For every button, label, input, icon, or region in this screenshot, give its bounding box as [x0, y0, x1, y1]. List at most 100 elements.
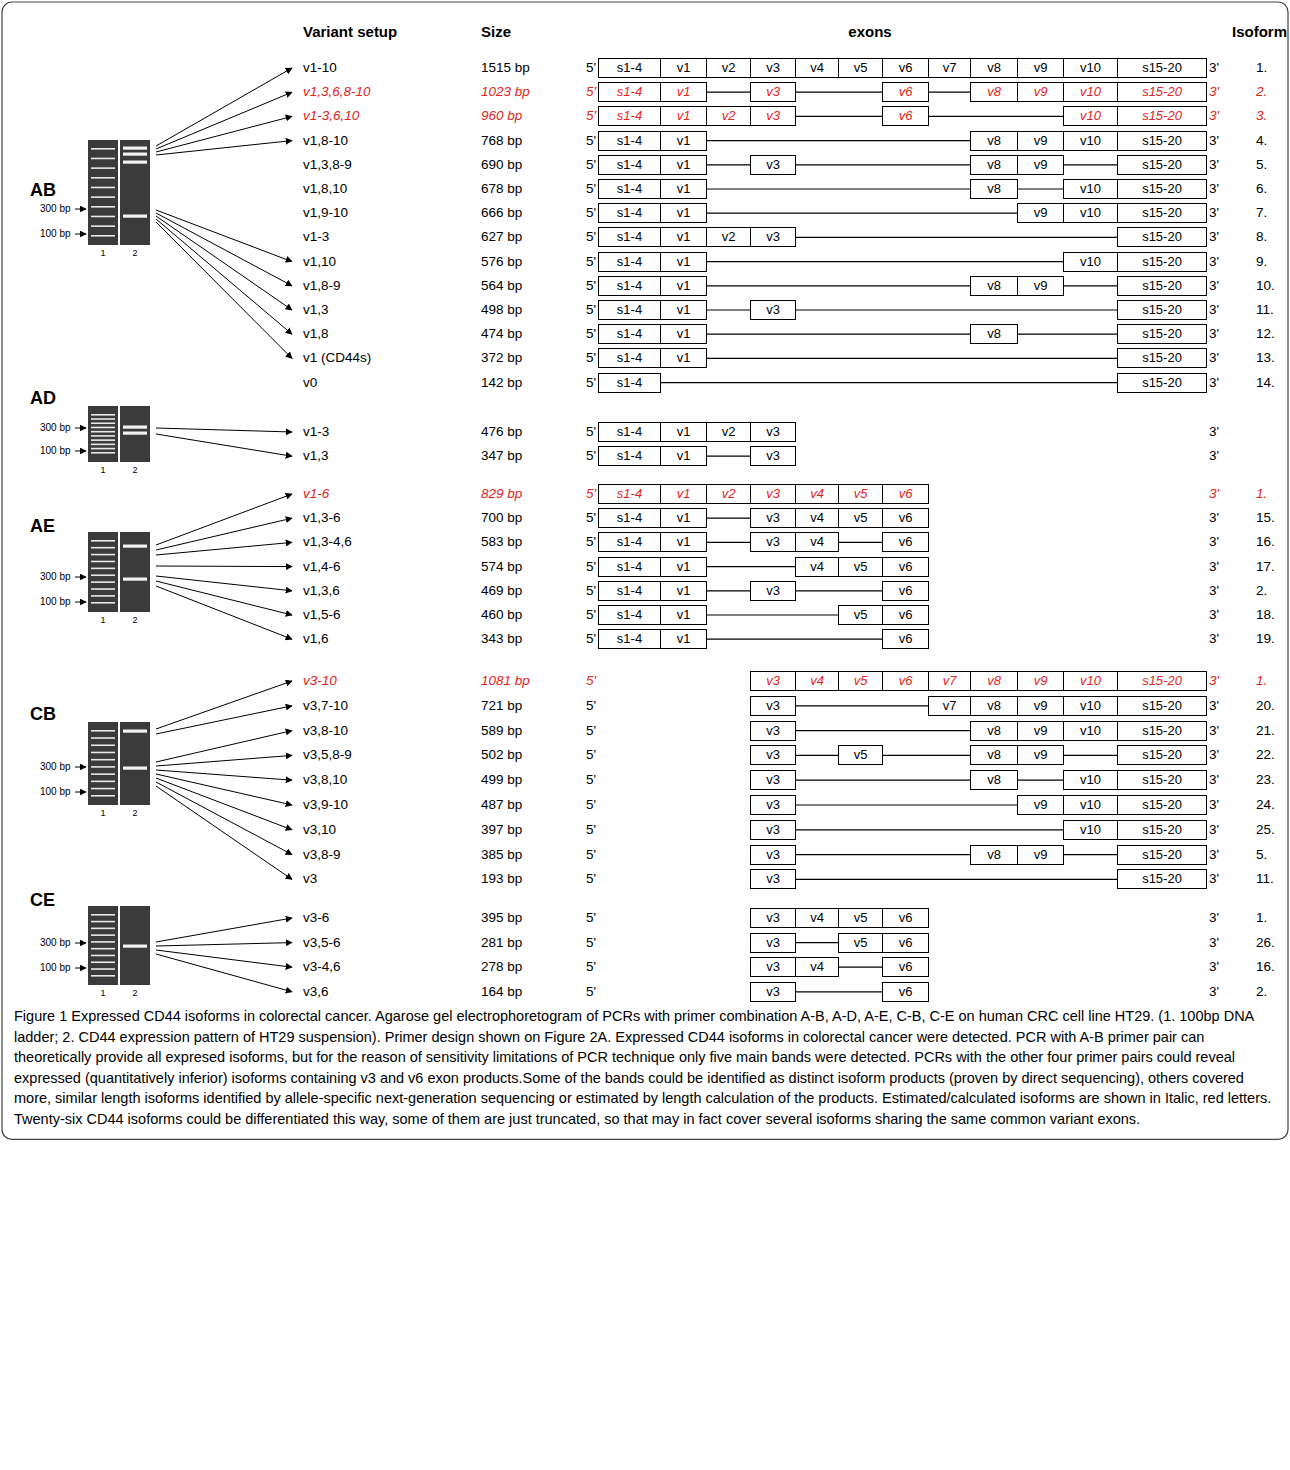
intron-line [707, 213, 1017, 214]
variant-setup: v3,6 [303, 983, 329, 1001]
exon-box: v3 [750, 745, 796, 765]
strand-end: 3' [1209, 485, 1219, 503]
leader-arrow [156, 216, 292, 310]
exon-name: v3 [766, 847, 780, 863]
ladder-pointer [75, 767, 86, 768]
exon-name: s1-4 [617, 133, 642, 149]
leader-arrow [156, 706, 292, 734]
intron-line [796, 116, 882, 117]
leader-arrow [156, 918, 292, 942]
product-size: 564 bp [481, 277, 522, 295]
exon-box: v9 [1017, 58, 1064, 78]
variant-setup: v1,3,8-9 [303, 156, 352, 174]
intron-line [796, 829, 1063, 830]
leader-arrow [156, 434, 292, 456]
exon-box: v6 [882, 605, 929, 625]
sample-band [123, 215, 147, 218]
leader-arrow [156, 494, 292, 545]
exon-name: s1-4 [617, 157, 642, 173]
exon-box: v6 [882, 58, 929, 78]
ladder-band [91, 928, 115, 930]
exon-name: s15-20 [1142, 822, 1182, 838]
ladder-size-label: 100 bp [40, 959, 71, 977]
sample-band [123, 767, 147, 770]
exon-name: v5 [854, 60, 868, 76]
exon-name: v10 [1080, 723, 1101, 739]
exon-box: v3 [750, 957, 796, 977]
strand-end: 5' [586, 846, 596, 864]
exon-box: v10 [1063, 721, 1118, 741]
leader-arrow [156, 518, 292, 550]
exon-name: v8 [987, 847, 1001, 863]
strand-end: 3' [1209, 697, 1219, 715]
strand-end: 3' [1209, 582, 1219, 600]
strand-end: 3' [1209, 180, 1219, 198]
exon-box: v6 [882, 106, 929, 126]
exon-box: v9 [1017, 203, 1064, 223]
exon-box: v4 [795, 532, 839, 552]
product-size: 498 bp [481, 301, 522, 319]
lane-number: 2 [132, 611, 137, 629]
exon-box: v2 [706, 58, 751, 78]
exon-box: v3 [750, 696, 796, 716]
exon-name: v1 [677, 133, 691, 149]
sample-band [123, 578, 147, 581]
exon-name: v9 [1034, 84, 1048, 100]
exon-name: s15-20 [1142, 326, 1182, 342]
exon-name: s1-4 [617, 205, 642, 221]
exon-box: v3 [750, 300, 796, 320]
product-size: 576 bp [481, 253, 522, 271]
exon-box: v6 [882, 82, 929, 102]
strand-end: 3' [1209, 83, 1219, 101]
intron-line [707, 92, 750, 93]
exon-name: v3 [766, 822, 780, 838]
exon-name: v5 [854, 673, 868, 689]
exon-box: v3 [750, 446, 796, 466]
isoform-number: 7. [1256, 204, 1267, 222]
exon-box: v3 [750, 721, 796, 741]
product-size: 193 bp [481, 870, 522, 888]
exon-box: s1-4 [598, 227, 661, 247]
exon-name: v1 [677, 448, 691, 464]
exon-box: v7 [928, 671, 971, 691]
intron-line [929, 92, 970, 93]
strand-end: 5' [586, 606, 596, 624]
ladder-band [91, 196, 115, 198]
exon-name: v2 [722, 424, 736, 440]
exon-name: v1 [677, 84, 691, 100]
sample-band [123, 147, 147, 150]
column-header: exons [848, 23, 891, 41]
exon-name: s1-4 [617, 486, 642, 502]
exon-name: v6 [899, 935, 913, 951]
exon-name: s15-20 [1142, 133, 1182, 149]
leader-arrow [156, 542, 292, 555]
exon-box: v2 [706, 422, 751, 442]
exon-name: v5 [854, 607, 868, 623]
ladder-pointer [75, 451, 86, 452]
exon-name: v10 [1080, 181, 1101, 197]
primer-pair-label: CE [30, 891, 55, 909]
exon-box: v8 [970, 276, 1018, 296]
exon-box: v8 [970, 131, 1018, 151]
leader-arrow [156, 222, 292, 358]
lane-number: 1 [100, 804, 105, 822]
lane-number: 2 [132, 461, 137, 479]
intron-line [796, 705, 928, 706]
exon-name: v3 [766, 302, 780, 318]
leader-arrows [75, 68, 292, 992]
lane-number: 2 [132, 244, 137, 262]
exon-name: v6 [899, 559, 913, 575]
exon-name: v3 [766, 60, 780, 76]
exon-name: s15-20 [1142, 747, 1182, 763]
strand-end: 5' [586, 423, 596, 441]
ladder-size-label: 100 bp [40, 225, 71, 243]
exon-name: v3 [766, 959, 780, 975]
strand-end: 3' [1209, 204, 1219, 222]
exon-box: v3 [750, 671, 796, 691]
exon-name: v2 [722, 60, 736, 76]
exon-name: v10 [1080, 205, 1101, 221]
exon-box: s15-20 [1117, 155, 1207, 175]
ladder-pointer [75, 943, 86, 944]
exon-name: v1 [677, 254, 691, 270]
variant-setup: v1-3 [303, 423, 329, 441]
